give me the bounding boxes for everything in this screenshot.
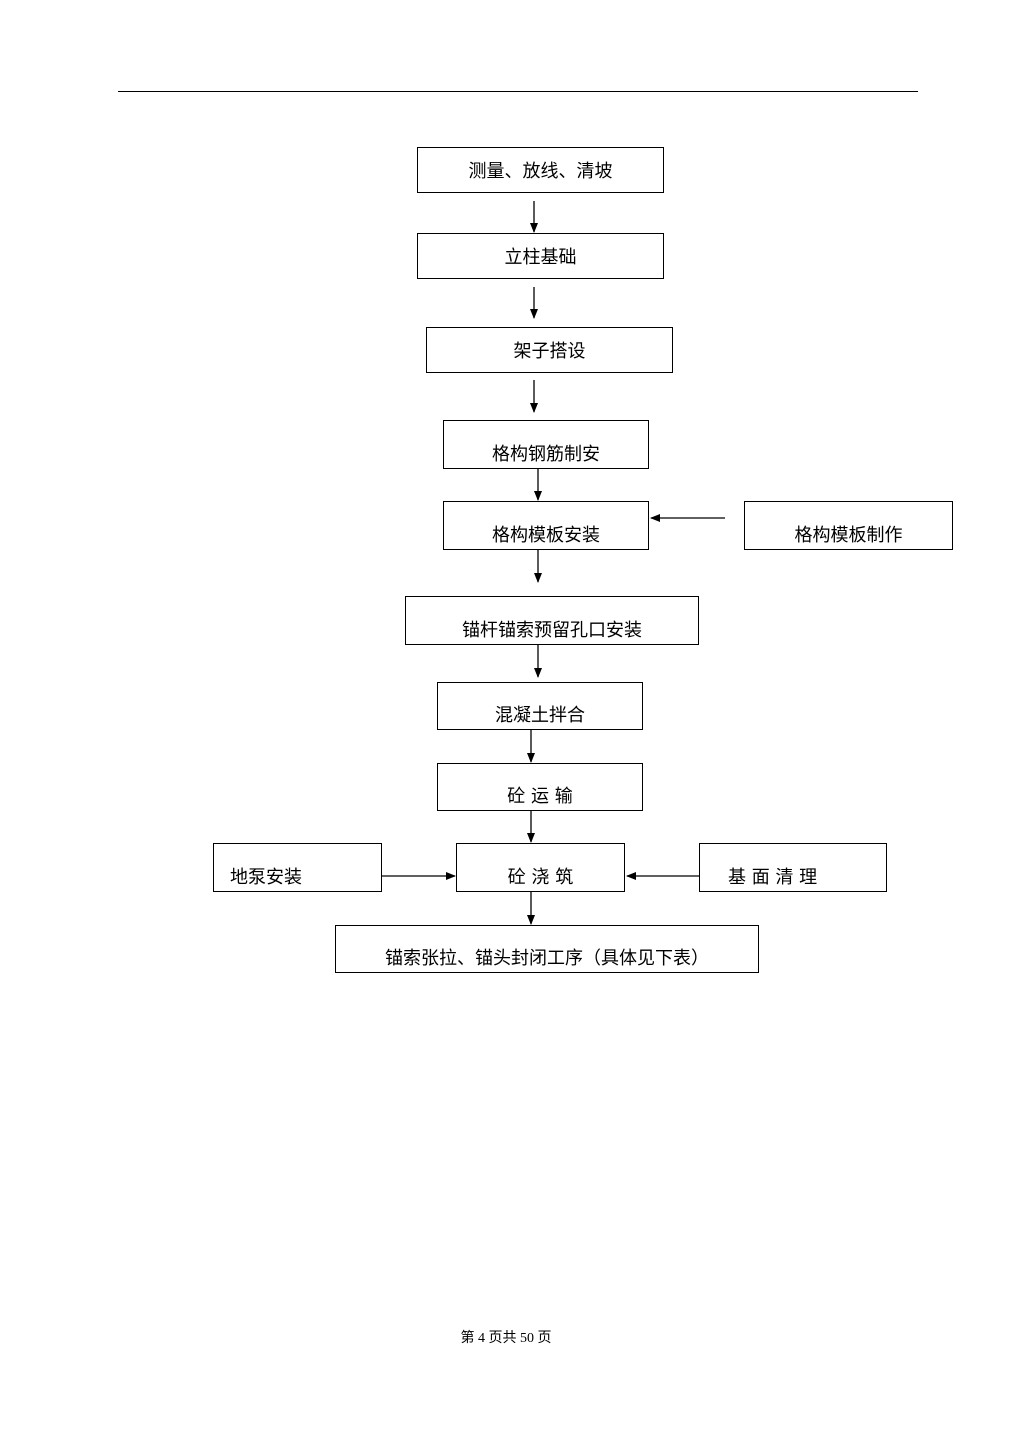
node-concrete-pour: 砼 浇 筑 <box>456 843 625 892</box>
node-base-clean: 基 面 清 理 <box>699 843 887 892</box>
node-lattice-rebar: 格构钢筋制安 <box>443 420 649 469</box>
node-concrete-mix: 混凝土拌合 <box>437 682 643 730</box>
node-tensioning: 锚索张拉、锚头封闭工序（具体见下表） <box>335 925 759 973</box>
page-footer: 第 4 页共 50 页 <box>460 1331 552 1346</box>
node-lattice-formwork-install: 格构模板安装 <box>443 501 649 550</box>
node-concrete-transport: 砼 运 输 <box>437 763 643 811</box>
node-scaffold: 架子搭设 <box>426 327 673 373</box>
node-survey: 测量、放线、清坡 <box>417 147 664 193</box>
node-ground-pump: 地泵安装 <box>213 843 382 892</box>
node-column-foundation: 立柱基础 <box>417 233 664 279</box>
node-anchor-holes: 锚杆锚索预留孔口安装 <box>405 596 699 645</box>
header-rule <box>118 91 918 92</box>
node-lattice-formwork-make: 格构模板制作 <box>744 501 953 550</box>
